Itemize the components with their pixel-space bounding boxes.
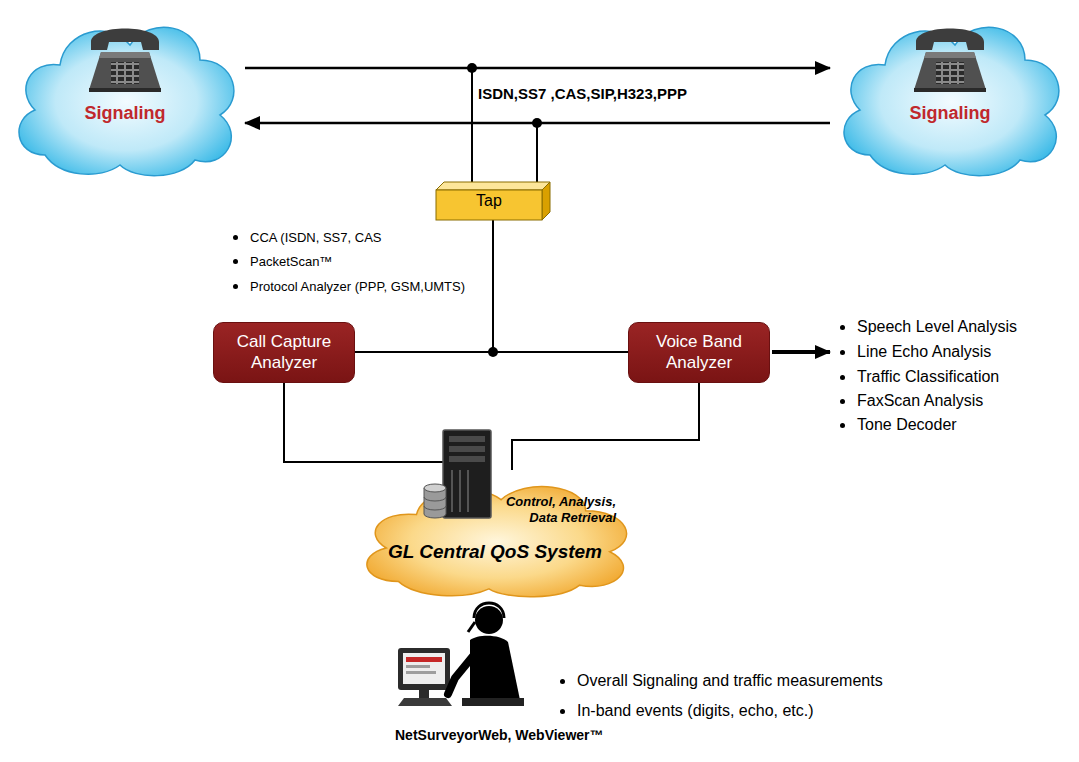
label-item: NetSurveyorWeb, WebViewer™ [395,727,604,743]
output-arrow [772,350,830,354]
bullet-text: CCA (ISDN, SS7, CAS [250,230,381,245]
headset [474,603,504,618]
operator-arm [448,650,478,694]
cloud-outline [5,5,245,180]
desk [462,698,524,706]
telephone-icon [89,29,161,93]
bullet-text: PacketScan™ [250,254,332,269]
bullet-dot [560,679,565,684]
vent-line [459,470,461,512]
disk-top [424,484,446,492]
label-item: CCA (ISDN, SS7, CAS [233,230,381,245]
telephone-icon [914,29,986,93]
screen-bar [406,665,430,668]
tap-front-face [436,190,542,220]
analyzer-box: Voice Band Analyzer [628,322,770,383]
operator-body [470,636,520,700]
tap-wire [471,68,473,183]
operator-icon [398,603,524,706]
node-text: GL Central QoS System [350,541,640,563]
monitor-screen [403,653,445,684]
bullet-text: Line Echo Analysis [857,343,991,361]
connector-line [493,220,628,352]
bullet-text: Tone Decoder [857,416,957,434]
bullet-text: Traffic Classification [857,368,999,386]
signaling-cloud: Signaling [830,5,1070,180]
qos-system-cloud: Control, Analysis, Data Retrieval GL Cent… [350,470,640,600]
label-item: Traffic Classification [840,368,999,386]
tap-wire [536,123,538,183]
bullet-dot [840,325,845,330]
node-text: Signaling [5,103,245,124]
bullet-text: NetSurveyorWeb, WebViewer™ [395,727,604,743]
node-text: Tap [436,192,542,210]
label-item: Line Echo Analysis [840,343,991,361]
server-icon [424,430,491,518]
bullet-dot [560,709,565,714]
bullet-text: Overall Signaling and traffic measuremen… [577,672,883,690]
bullet-text: In-band events (digits, echo, etc.) [577,702,814,720]
cloud-outline [830,5,1070,180]
label-item: Tone Decoder [840,416,957,434]
signaling-cloud: Signaling [5,5,245,180]
vent-line [467,470,469,512]
cloud-outline [350,470,640,600]
screen-bar [406,657,442,662]
drive-bay [449,436,485,442]
connectors [245,68,830,470]
node-text: Control, Analysis, Data Retrieval [488,494,616,527]
connector-line [245,67,830,70]
node-text: Call Capture Analyzer [224,332,344,373]
label-item: Protocol Analyzer (PPP, GSM,UMTS) [233,279,465,294]
tap-top-face [436,182,550,190]
analyzer-box: Call Capture Analyzer [213,322,355,383]
label-item: Speech Level Analysis [840,318,1017,336]
node-text: Voice Band Analyzer [639,332,759,373]
screen-bar [406,671,436,674]
operator-head [475,606,503,634]
bullet-dot [233,259,238,264]
bullet-text: Speech Level Analysis [857,318,1017,336]
label-item: PacketScan™ [233,254,332,269]
monitor-stand [419,690,429,698]
cloud-shape [844,27,1059,175]
headset-mic [468,622,475,632]
bullet-text: Protocol Analyzer (PPP, GSM,UMTS) [250,279,465,294]
bullet-dot [233,235,238,240]
drive-bay [449,446,485,452]
server-tower [443,430,491,518]
drive-bay [449,456,485,462]
bullet-text: FaxScan Analysis [857,392,983,410]
bullet-dot [840,375,845,380]
vent-line [451,470,453,512]
connector-line [245,122,830,125]
node-text: Signaling [830,103,1070,124]
bullet-dot [840,423,845,428]
monitor [398,648,450,690]
bullet-dot [233,284,238,289]
tap-side-face [542,182,550,220]
connector-line [512,383,699,470]
connector-line [284,383,455,470]
bullet-dot [840,350,845,355]
cloud-shape [19,27,234,175]
tap-box: Tap [436,182,550,220]
label-item: ISDN,SS7 ,CAS,SIP,H323,PPP [478,85,687,102]
label-item: FaxScan Analysis [840,392,983,410]
bullet-dot [840,399,845,404]
disk-ring [424,497,446,510]
keyboard [398,698,452,706]
protocol-list: ISDN,SS7 ,CAS,SIP,H323,PPP [478,85,687,102]
disk-stack [424,488,446,518]
label-item: Overall Signaling and traffic measuremen… [560,672,883,690]
label-item: In-band events (digits, echo, etc.) [560,702,814,720]
